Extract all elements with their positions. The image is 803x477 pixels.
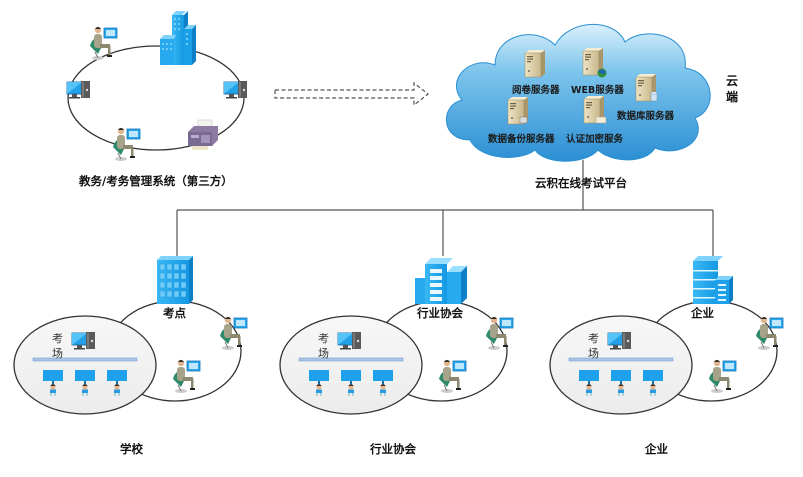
- cloud-shape: [446, 23, 711, 162]
- user-at-computer-icon: [172, 359, 201, 394]
- network-bus: [32, 357, 138, 362]
- user-at-computer-icon: [438, 359, 467, 394]
- exam-room-label: 场: [318, 347, 329, 360]
- network-bus: [298, 357, 404, 362]
- third-party-label: 教务/考务管理系统（第三方）: [79, 174, 233, 188]
- server-label: 数据备份服务器: [488, 134, 555, 145]
- globe-icon: [597, 68, 607, 78]
- building-icon: [157, 256, 193, 304]
- user-at-computer-icon: [89, 26, 118, 61]
- site-group: [13, 256, 248, 415]
- backup-icon: [519, 116, 528, 124]
- site-bottom-label: 行业协会: [370, 442, 416, 456]
- cloud-side-label: 云端: [726, 74, 739, 104]
- building-icon: [160, 11, 196, 65]
- exam-room-label: 场: [588, 347, 599, 360]
- site-bottom-label: 企业: [645, 442, 668, 456]
- exam-room-label: 考: [52, 332, 63, 345]
- user-at-computer-icon: [485, 316, 514, 351]
- server-icon: [524, 49, 546, 78]
- server-label: WEB服务器: [571, 85, 624, 96]
- desktop-computer-icon: [66, 80, 91, 99]
- exam-room-label: 场: [52, 347, 63, 360]
- site-node-label: 行业协会: [417, 306, 463, 320]
- exam-room: [13, 315, 157, 415]
- desktop-computer-icon: [223, 80, 248, 99]
- exam-room-label: 考: [588, 332, 599, 345]
- user-at-computer-icon: [755, 316, 784, 351]
- third-party-system-group: [66, 11, 248, 162]
- fax-machine-icon: [188, 119, 218, 150]
- site-group: [279, 258, 514, 415]
- user-at-computer-icon: [708, 359, 737, 394]
- server-label: 阅卷服务器: [512, 85, 560, 96]
- server-label: 数据库服务器: [617, 111, 675, 122]
- database-icon: [650, 91, 658, 102]
- network-bus: [568, 357, 674, 362]
- platform-label: 云积在线考试平台: [535, 176, 627, 190]
- user-at-computer-icon: [219, 316, 248, 351]
- site-node-label: 企业: [691, 306, 714, 320]
- building-icon: [415, 258, 467, 304]
- exam-room: [279, 315, 423, 415]
- exam-room-label: 考: [318, 332, 329, 345]
- site-node-label: 考点: [163, 306, 186, 320]
- card-icon: [595, 116, 607, 124]
- site-group: [549, 256, 784, 415]
- building-icon: [693, 256, 733, 304]
- user-at-computer-icon: [112, 127, 141, 162]
- dashed-arrow: [274, 81, 429, 107]
- cloud-platform: [446, 23, 711, 162]
- exam-room: [549, 315, 693, 415]
- connector-lines: [176, 160, 714, 256]
- site-bottom-label: 学校: [120, 442, 143, 456]
- server-label: 认证加密服务: [566, 134, 624, 145]
